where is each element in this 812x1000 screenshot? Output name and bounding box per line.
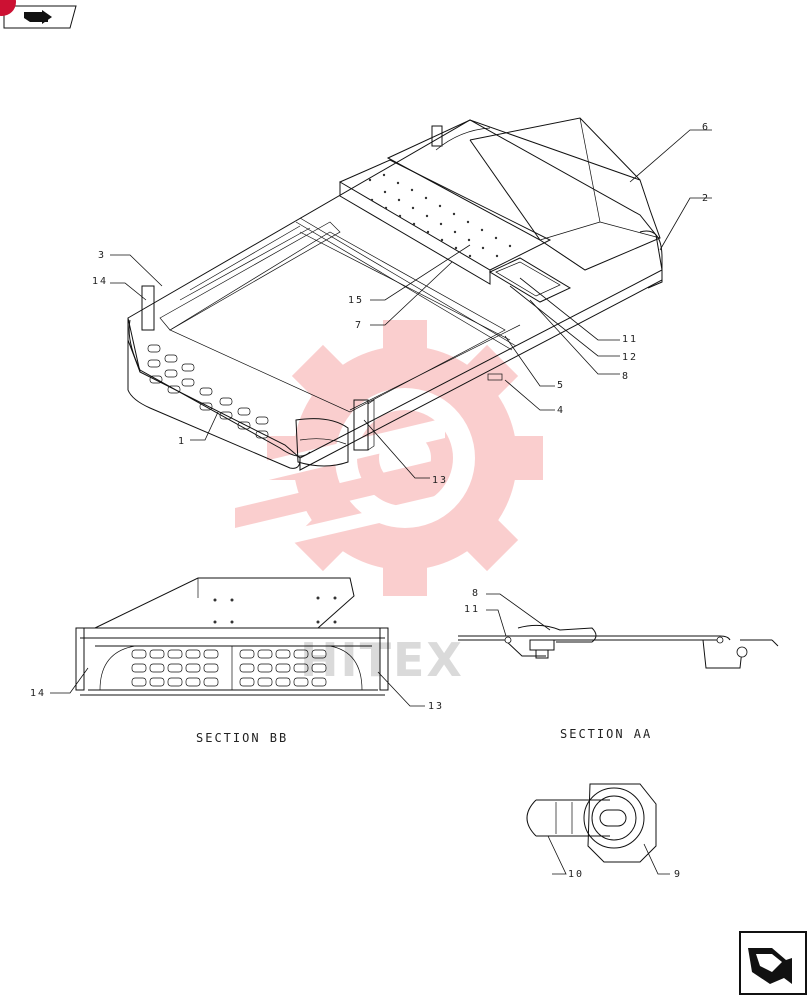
section-aa-callout-11: 11 xyxy=(464,604,480,615)
next-nav-button[interactable] xyxy=(739,931,807,995)
callout-8: 8 xyxy=(622,371,630,382)
next-arrow-icon xyxy=(748,948,792,984)
main-callouts: 6 2 3 14 15 7 11 12 8 5 4 1 13 xyxy=(92,122,712,486)
section-bb-title: SECTION BB xyxy=(196,731,288,745)
callout-15: 15 xyxy=(348,295,364,306)
back-nav-button[interactable] xyxy=(3,5,77,29)
callout-13: 13 xyxy=(432,475,448,486)
section-bb-slots xyxy=(131,649,327,687)
callout-12: 12 xyxy=(622,352,638,363)
latch-detail-drawing xyxy=(526,783,657,863)
section-bb-callout-14: 14 xyxy=(30,688,46,699)
callout-3: 3 xyxy=(98,250,106,261)
section-bb-drawing xyxy=(75,577,389,696)
callout-5: 5 xyxy=(557,380,565,391)
nav-indicator-dot xyxy=(0,0,16,16)
main-assembly-drawing xyxy=(127,117,663,471)
callout-1: 1 xyxy=(178,436,186,447)
perforation-pattern xyxy=(368,173,512,258)
callout-11: 11 xyxy=(622,334,638,345)
section-aa-callout-8: 8 xyxy=(472,588,480,599)
latch-callout-10: 10 xyxy=(568,869,584,880)
callout-14: 14 xyxy=(92,276,108,287)
callout-6: 6 xyxy=(702,122,710,133)
callout-2: 2 xyxy=(702,193,710,204)
front-panel-slots xyxy=(147,344,269,439)
section-aa-drawing xyxy=(458,624,779,669)
watermark-logo xyxy=(235,320,543,596)
latch-callout-9: 9 xyxy=(674,869,682,880)
back-arrow-icon xyxy=(24,10,52,24)
callout-4: 4 xyxy=(557,405,565,416)
callout-7: 7 xyxy=(355,320,363,331)
section-bb-callout-13: 13 xyxy=(428,701,444,712)
section-aa-title: SECTION AA xyxy=(560,727,652,741)
watermark-text: HITEX xyxy=(300,633,464,687)
